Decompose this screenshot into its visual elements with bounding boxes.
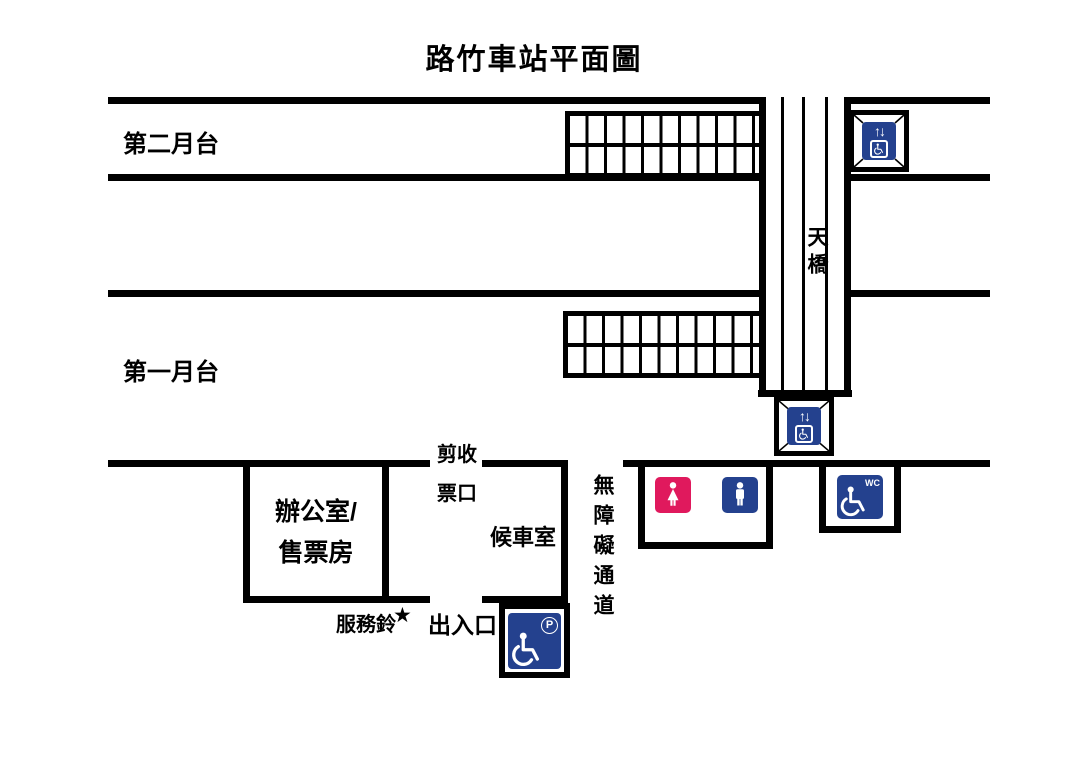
parking-p-icon: P bbox=[541, 616, 558, 634]
footbridge-lane-line bbox=[802, 97, 805, 390]
ticket-gate-line1: 剪收 bbox=[437, 444, 477, 466]
stairs-platform-2 bbox=[565, 111, 770, 178]
office-label-line2: 售票房 bbox=[278, 539, 354, 567]
footbridge-bottom-cap bbox=[758, 390, 852, 397]
entrance-label: 出入口 bbox=[428, 612, 497, 638]
elevator-arrows-icon: ↑↓ bbox=[874, 123, 886, 139]
wc-text: WC bbox=[865, 477, 880, 488]
elevator-diagonals-icon bbox=[854, 115, 904, 167]
accessible-elevator-icon: ↑↓ bbox=[862, 122, 896, 160]
platform-2-label: 第二月台 bbox=[123, 131, 219, 158]
waiting-room-bottom-wall-left bbox=[382, 596, 430, 603]
footbridge-lane-line bbox=[781, 97, 784, 390]
elevator-arrows-icon: ↑↓ bbox=[799, 408, 811, 424]
ticket-gate-label: 剪收 票口 bbox=[431, 438, 483, 516]
elevator-diagonals-icon bbox=[779, 401, 829, 451]
upper-elevator-sign: ↑↓ bbox=[849, 110, 909, 172]
accessible-toilet-icon: WC bbox=[837, 474, 883, 519]
footbridge-label: 天橋 bbox=[805, 226, 828, 280]
office-label-line1: 辦公室/ bbox=[275, 498, 357, 526]
waiting-room-label: 候車室 bbox=[489, 525, 556, 550]
wheelchair-box-icon bbox=[870, 140, 888, 158]
building-wall-mid bbox=[482, 460, 563, 467]
footbridge-left-wall bbox=[759, 97, 766, 390]
building-wall-right bbox=[623, 460, 990, 467]
accessible-parking-sign: P bbox=[499, 603, 570, 678]
lower-elevator-sign: ↑↓ bbox=[774, 396, 834, 456]
service-bell-label: 服務鈴 bbox=[336, 614, 396, 636]
track-line-3-right bbox=[851, 290, 990, 297]
track-line-top-left bbox=[108, 97, 759, 104]
stairs-platform-1 bbox=[563, 311, 769, 378]
track-line-2-left bbox=[108, 174, 759, 181]
ticket-gate-line2: 票口 bbox=[437, 483, 477, 505]
office-ticket-room bbox=[243, 460, 389, 603]
accessible-parking-icon: P bbox=[508, 612, 561, 669]
service-bell-star-icon: ★ bbox=[393, 604, 412, 627]
track-line-top-right bbox=[851, 97, 990, 104]
office-room-label: 辦公室/ 售票房 bbox=[243, 492, 389, 574]
page-title: 路竹車站平面圖 bbox=[425, 44, 643, 76]
female-toilet-icon bbox=[655, 477, 691, 513]
footbridge bbox=[758, 97, 852, 397]
track-line-2-right bbox=[851, 174, 990, 181]
accessible-path-label: 無障礙通道 bbox=[591, 474, 614, 624]
accessible-wc-sign: WC bbox=[819, 460, 901, 533]
waiting-room-right-wall bbox=[561, 460, 568, 602]
footbridge-lane-line bbox=[825, 97, 828, 390]
platform-1-label: 第一月台 bbox=[123, 359, 219, 386]
footbridge-right-wall bbox=[844, 97, 851, 390]
accessible-elevator-icon: ↑↓ bbox=[787, 407, 821, 445]
waiting-room-bottom-wall-right bbox=[482, 596, 568, 603]
wheelchair-box-icon bbox=[795, 425, 813, 443]
track-line-3-left bbox=[108, 290, 759, 297]
male-toilet-icon bbox=[722, 477, 758, 513]
